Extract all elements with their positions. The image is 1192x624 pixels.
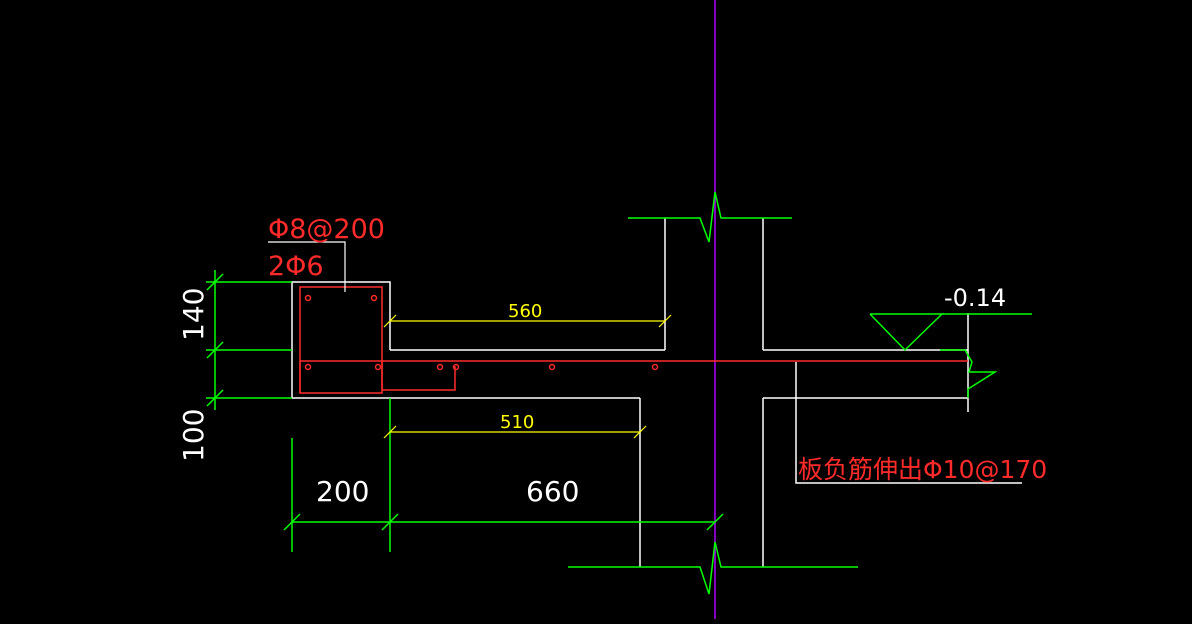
negative-rebar-label: 板负筋伸出Φ10@170: [798, 455, 1047, 484]
stirrup-label: Φ8@200: [268, 214, 385, 245]
detail-dimensions: [383, 314, 672, 439]
rebar: [299, 286, 968, 394]
concrete-outline: [291, 218, 1022, 567]
bar-label: 2Φ6: [268, 251, 324, 282]
dimension-560: 560: [508, 301, 542, 322]
dimension-200: 200: [316, 475, 369, 508]
level-label: -0.14: [944, 284, 1006, 312]
label-leader: [268, 241, 346, 292]
dimension-510: 510: [500, 412, 534, 433]
dimension-lines: [206, 191, 1032, 595]
dimension-660: 660: [526, 475, 579, 508]
dimension-140: 140: [177, 288, 210, 341]
dimension-100: 100: [177, 409, 210, 462]
